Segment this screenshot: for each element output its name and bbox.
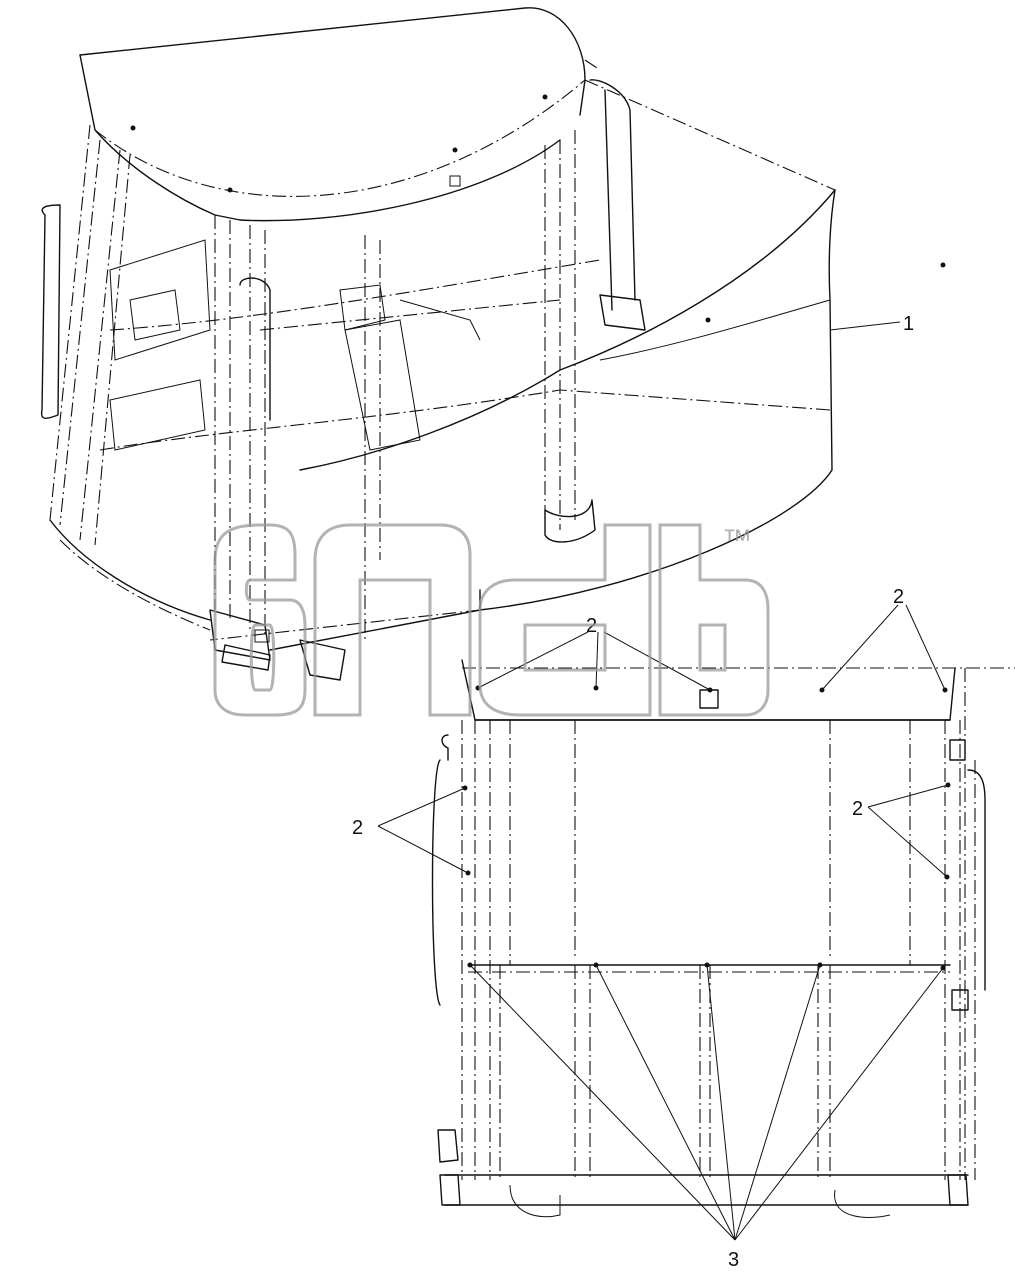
watermark-trademark: ™ xyxy=(722,524,752,557)
watermark-logo: ™ xyxy=(213,523,770,717)
callout-1: 1 xyxy=(903,313,914,335)
leader-lines xyxy=(377,321,949,1241)
callout-2-top-right: 2 xyxy=(893,586,904,608)
cab-frame-lower-assembly xyxy=(431,659,1015,1218)
callout-2-left: 2 xyxy=(352,817,363,839)
curved-panel xyxy=(209,189,836,651)
cab-upper-assembly xyxy=(40,7,946,681)
callout-2-right: 2 xyxy=(852,798,863,820)
callout-3: 3 xyxy=(728,1249,739,1271)
